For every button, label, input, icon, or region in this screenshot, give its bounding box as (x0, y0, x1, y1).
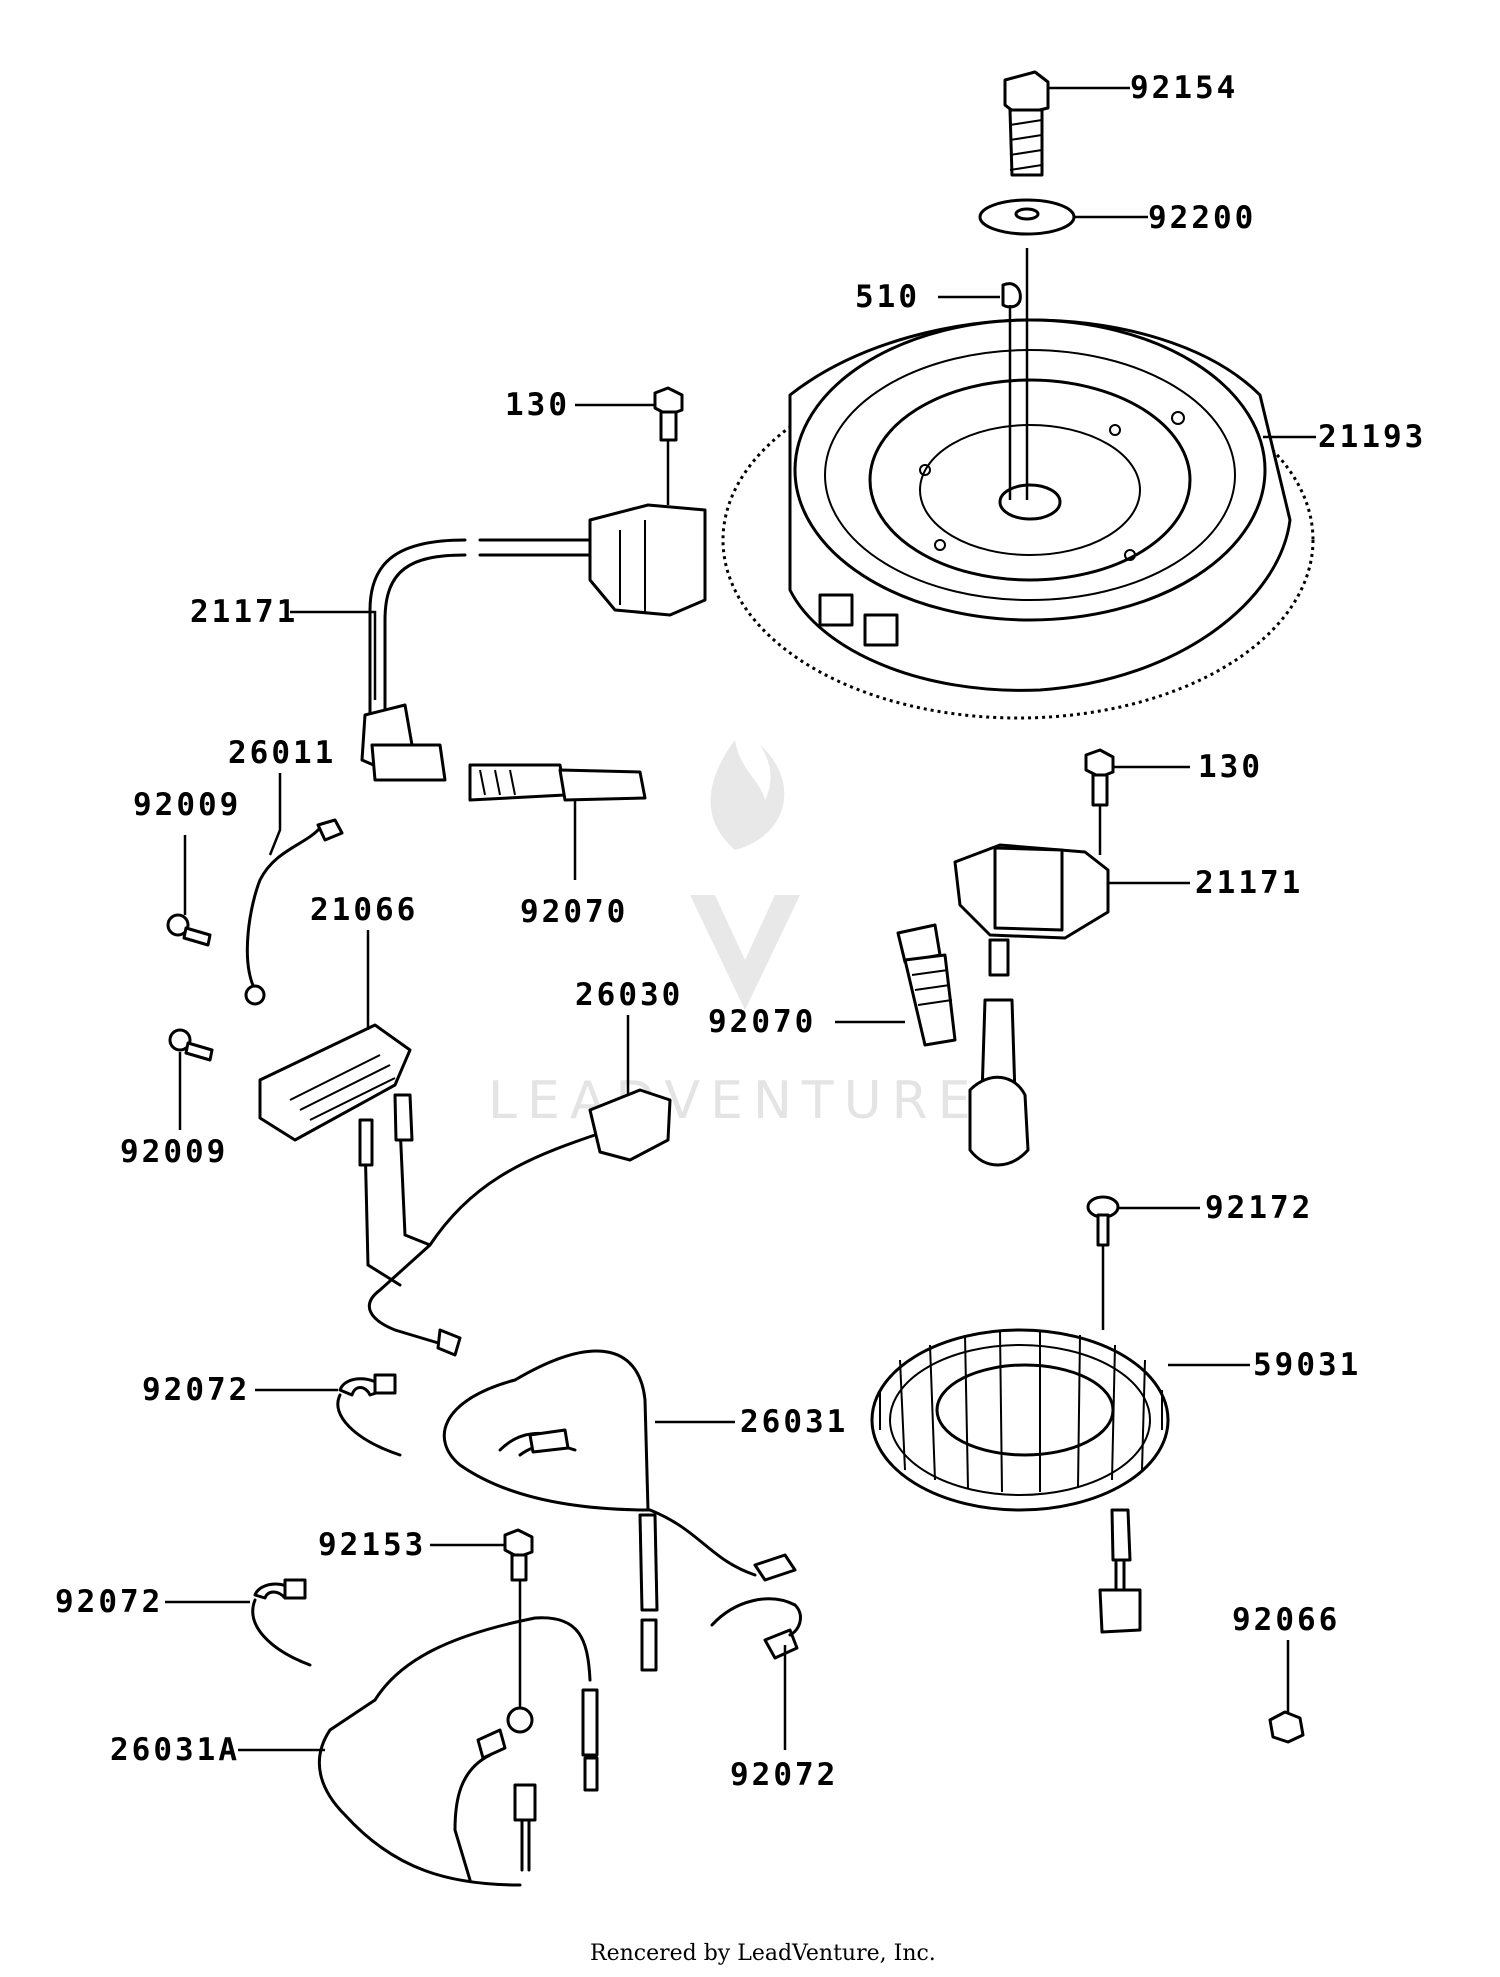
label-26031: 26031 (740, 1404, 848, 1440)
render-credit: Rencered by LeadVenture, Inc. (590, 1941, 936, 1966)
flywheel-part (721, 318, 1315, 720)
label-92172: 92172 (1205, 1190, 1313, 1226)
label-92070-right: 92070 (708, 1004, 816, 1040)
label-92072-b: 92072 (55, 1584, 163, 1620)
label-21171-right: 21171 (1195, 865, 1303, 901)
watermark-text: LEADVENTURE (488, 1071, 981, 1131)
label-92200: 92200 (1148, 200, 1256, 236)
label-92009-bottom: 92009 (120, 1134, 228, 1170)
washer-92200-part (978, 198, 1076, 236)
crankshaft-axis-line (1008, 248, 1029, 500)
bolt-92154-part (1003, 70, 1050, 177)
regulator-21066-part (258, 1023, 412, 1142)
clamp-92072-b-part (251, 1578, 312, 1667)
label-92009-top: 92009 (133, 787, 241, 823)
label-92066: 92066 (1232, 1602, 1340, 1638)
label-130-right: 130 (1198, 749, 1263, 785)
label-510: 510 (855, 279, 920, 315)
label-21066: 21066 (310, 892, 418, 928)
harness-26031-part (442, 1349, 797, 1672)
bolt-92153-part (503, 1528, 534, 1710)
watermark: LEADVENTURE (488, 740, 981, 1131)
label-92070-left: 92070 (520, 894, 628, 930)
clamp-92072-c-part (710, 1597, 802, 1660)
watermark-v-icon (690, 895, 800, 1010)
label-21193: 21193 (1318, 419, 1426, 455)
screw-92009-top-part (166, 913, 212, 947)
watermark-flame-icon (710, 740, 785, 850)
bolt-130-right-part (1084, 748, 1115, 855)
ignition-coil-upper-part (360, 503, 707, 782)
spark-plug-left-part (468, 763, 647, 802)
label-92153: 92153 (318, 1527, 426, 1563)
nut-92066-part (1268, 1640, 1305, 1744)
screw-92009-bottom-part (168, 1028, 214, 1062)
label-21171-left: 21171 (190, 594, 298, 630)
ground-wire-26011-part (244, 818, 344, 1006)
stator-59031-part (870, 1328, 1170, 1634)
label-92072-a: 92072 (142, 1372, 250, 1408)
label-92072-c: 92072 (730, 1757, 838, 1793)
spark-plug-right-part (896, 923, 957, 1047)
leader-lines (165, 86, 1316, 1752)
ignition-coil-right-part (953, 843, 1110, 1167)
bolt-130-top-part (653, 386, 684, 505)
label-26031A: 26031A (110, 1732, 240, 1768)
label-26011: 26011 (228, 735, 336, 771)
label-26030: 26030 (575, 977, 683, 1013)
clamp-92072-a-part (336, 1373, 402, 1457)
harness-26031A-part (317, 1616, 599, 1887)
screw-92172-part (1086, 1195, 1120, 1330)
part-labels: 92154 92200 510 130 21193 21171 26011 92… (55, 70, 1426, 1793)
label-59031: 59031 (1253, 1347, 1361, 1383)
label-130-top: 130 (505, 387, 570, 423)
harness-26030-part (358, 1088, 672, 1357)
key-510-part (1001, 282, 1022, 309)
label-92154: 92154 (1130, 70, 1238, 106)
